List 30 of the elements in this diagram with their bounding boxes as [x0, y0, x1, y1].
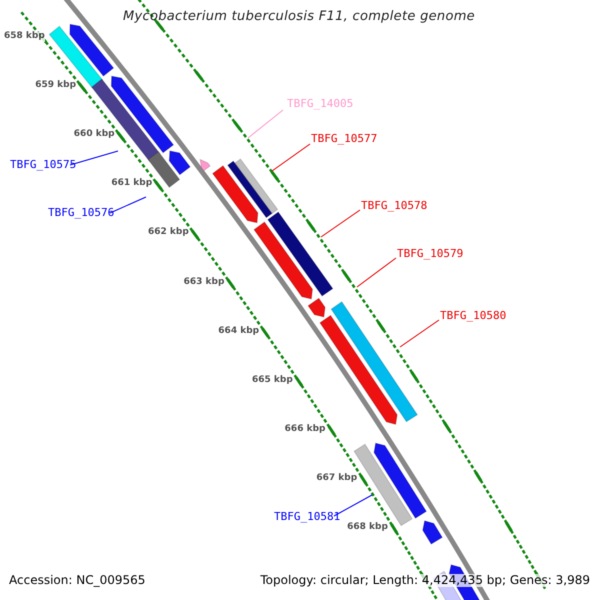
gene-label: TBFG_10578 [361, 200, 428, 212]
gene-label: TBFG_10576 [48, 207, 114, 220]
scale-label: 664 kbp [218, 326, 260, 336]
gene-label: TBFG_10579 [397, 248, 464, 260]
scale-label: 666 kbp [284, 424, 326, 434]
scale-label: 658 kbp [4, 32, 45, 42]
leader-line [272, 144, 310, 172]
gene-label: TBFG_10575 [10, 159, 76, 172]
genome-info-text: Topology: circular; Length: 4,424,435 bp; Genes: 3,989 [260, 574, 590, 588]
scale-label: 667 kbp [316, 474, 358, 484]
accession-text: Accession: NC_009565 [9, 574, 146, 588]
gene-label: TBFG_10581 [274, 511, 340, 524]
gene-label: TBFG_10577 [311, 133, 378, 146]
leader-line [110, 196, 146, 214]
leader-line [356, 258, 396, 288]
scale-label: 659 kbp [35, 81, 76, 92]
gene-label: TBFG_14005 [287, 98, 354, 110]
leader-line [334, 494, 372, 516]
leader-line [400, 320, 440, 348]
scale-label: 660 kbp [74, 130, 115, 140]
scale-label: 661 kbp [111, 179, 152, 190]
scale-label: 663 kbp [184, 278, 224, 288]
title: Mycobacterium tuberculosis F11, complete genome [123, 10, 475, 24]
leader-line [248, 110, 284, 138]
leader-line [70, 150, 118, 166]
scale-label: 668 kbp [347, 522, 388, 532]
scale-label: 665 kbp [252, 376, 293, 386]
scale-label: 662 kbp [148, 228, 189, 238]
gene-label: TBFG_10580 [440, 310, 506, 322]
leader-line [320, 210, 360, 238]
